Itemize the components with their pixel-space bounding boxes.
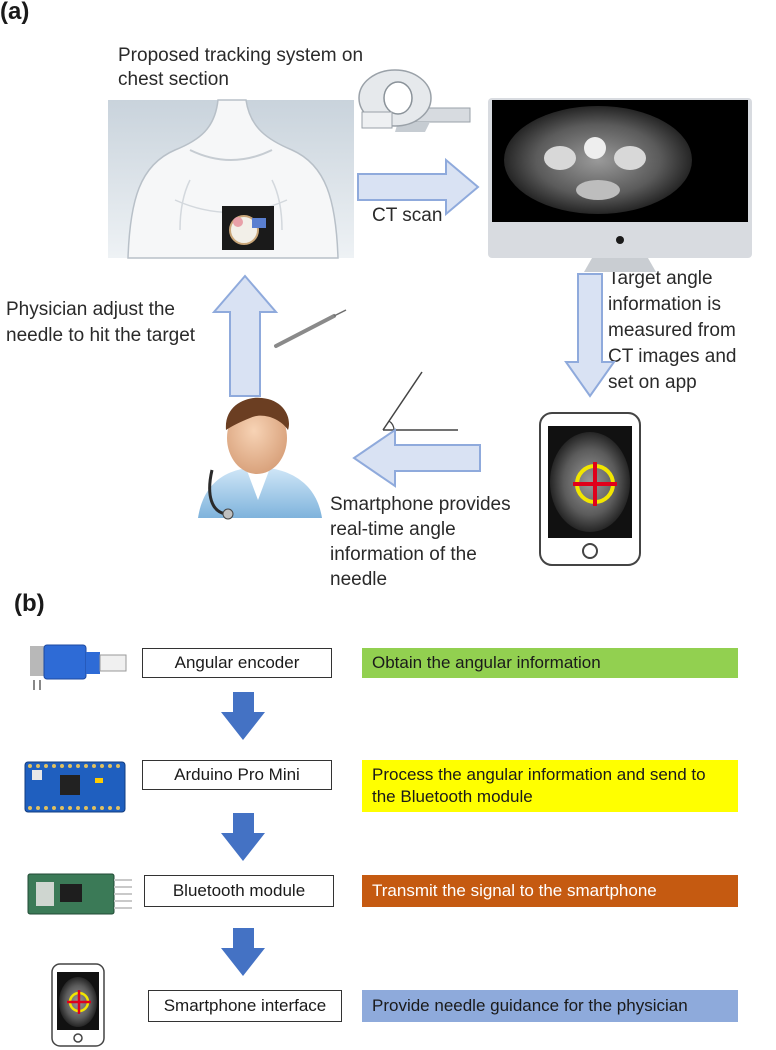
flow-arrow-icon — [221, 928, 265, 976]
arrow-right-icon — [357, 157, 480, 217]
step-component-box: Smartphone interface — [148, 990, 342, 1022]
step-description: Transmit the signal to the smartphone — [362, 875, 738, 907]
caption-tracking-system: Proposed tracking system on chest sectio… — [118, 44, 363, 92]
smartphone-icon — [539, 412, 641, 566]
tracking-device-icon — [222, 206, 274, 250]
caption-line: set on app — [608, 372, 697, 393]
arrow-up-icon — [211, 274, 279, 397]
caption-line: measured from — [608, 320, 736, 341]
caption-line: CT images and — [608, 346, 737, 367]
step-description-line: Process the angular information and send… — [372, 765, 706, 784]
caption-line: needle to hit the target — [6, 325, 196, 346]
panel-b-label: (b) — [14, 590, 45, 617]
smartphone-small-icon — [51, 963, 105, 1047]
caption-line: real-time angle — [330, 519, 456, 540]
step-description: Obtain the angular information — [362, 648, 738, 678]
arrow-down-icon — [564, 273, 616, 398]
syringe-icon — [274, 309, 347, 348]
caption-line: information is — [608, 294, 721, 315]
step-description: Provide needle guidance for the physicia… — [362, 990, 738, 1022]
arrow-left-icon — [352, 428, 481, 488]
caption-line: needle — [330, 569, 388, 590]
panel-a-illustrations — [108, 69, 752, 566]
bluetooth-module-icon — [27, 873, 132, 915]
doctor-icon — [198, 397, 322, 520]
caption-line: information of the — [330, 544, 477, 565]
flow-arrow-icon — [221, 813, 265, 861]
step-description: Process the angular information and send… — [362, 760, 738, 812]
step-description-line: the Bluetooth module — [372, 787, 533, 806]
step-component-box: Angular encoder — [142, 648, 332, 678]
flow-arrow-icon — [221, 692, 265, 740]
step-component-box: Arduino Pro Mini — [142, 760, 332, 790]
monitor-icon — [488, 98, 752, 272]
chest-illustration — [108, 99, 354, 259]
caption-line: Proposed tracking system on — [118, 45, 364, 66]
panel-a-label: (a) — [0, 0, 30, 25]
caption-ct-scan: CT scan — [372, 205, 443, 226]
caption-line: Physician adjust the — [6, 299, 175, 320]
caption-line: chest section — [118, 69, 229, 90]
caption-line: Smartphone provides — [330, 494, 511, 515]
caption-physician: Physician adjust the needle to hit the t… — [6, 297, 195, 349]
caption-line: Target angle — [608, 268, 713, 289]
step-description-line: Provide needle guidance for the physicia… — [372, 996, 688, 1015]
step-description-line: Transmit the signal to the smartphone — [372, 881, 657, 900]
caption-smartphone-provides: Smartphone provides real-time angle info… — [330, 492, 511, 592]
arduino-board-icon — [24, 761, 126, 813]
step-component-box: Bluetooth module — [144, 875, 334, 907]
caption-target-angle: Target angle information is measured fro… — [608, 266, 737, 396]
step-description-line: Obtain the angular information — [372, 653, 601, 672]
potentiometer-icon — [30, 644, 127, 690]
ct-scanner-icon — [358, 69, 471, 132]
